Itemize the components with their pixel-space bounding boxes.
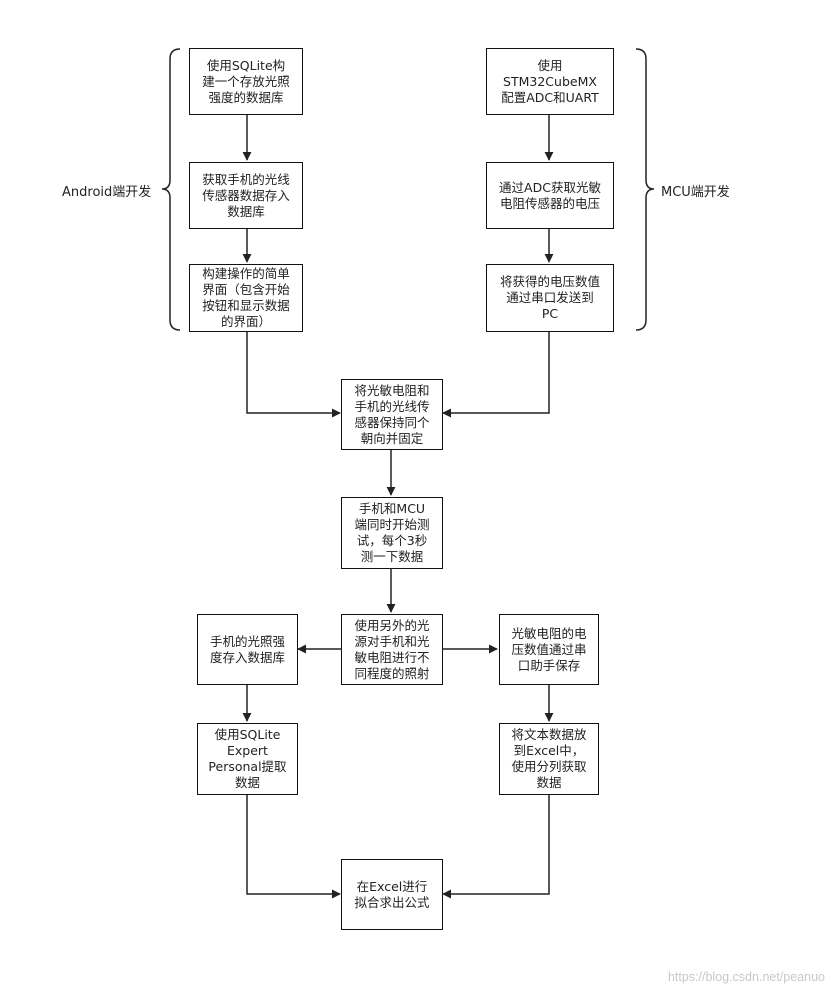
node-stm32: 使用 STM32CubeMX 配置ADC和UART <box>486 48 614 115</box>
node-phone-store: 手机的光照强 度存入数据库 <box>197 614 298 685</box>
node-excel-put: 将文本数据放 到Excel中， 使用分列获取 数据 <box>499 723 599 795</box>
node-adc-read: 通过ADC获取光敏 电阻传感器的电压 <box>486 162 614 229</box>
node-sqlite-extract: 使用SQLite Expert Personal提取 数据 <box>197 723 298 795</box>
node-fit: 在Excel进行 拟合求出公式 <box>341 859 443 930</box>
node-send-pc: 将获得的电压数值 通过串口发送到 PC <box>486 264 614 332</box>
node-test: 手机和MCU 端同时开始测 试，每个3秒 测一下数据 <box>341 497 443 569</box>
node-get-sensor: 获取手机的光线 传感器数据存入 数据库 <box>189 162 303 229</box>
android-brace <box>161 48 181 331</box>
node-align: 将光敏电阻和 手机的光线传 感器保持同个 朝向并固定 <box>341 379 443 450</box>
mcu-side-label: MCU端开发 <box>661 185 730 200</box>
node-illuminate: 使用另外的光 源对手机和光 敏电阻进行不 同程度的照射 <box>341 614 443 685</box>
arrow-extract-to-fit <box>246 795 341 899</box>
android-side-label: Android端开发 <box>62 185 152 200</box>
arrow-send-to-align <box>442 331 550 418</box>
node-build-ui: 构建操作的简单 界面（包含开始 按钮和显示数据 的界面） <box>189 264 303 332</box>
watermark: https://blog.csdn.net/peanuo <box>667 970 825 984</box>
mcu-brace <box>635 48 655 331</box>
arrow-ui-to-align <box>246 331 341 418</box>
node-sqlite-build: 使用SQLite构 建一个存放光照 强度的数据库 <box>189 48 303 115</box>
arrow-excel-to-fit <box>442 795 550 899</box>
node-resistor-save: 光敏电阻的电 压数值通过串 口助手保存 <box>499 614 599 685</box>
